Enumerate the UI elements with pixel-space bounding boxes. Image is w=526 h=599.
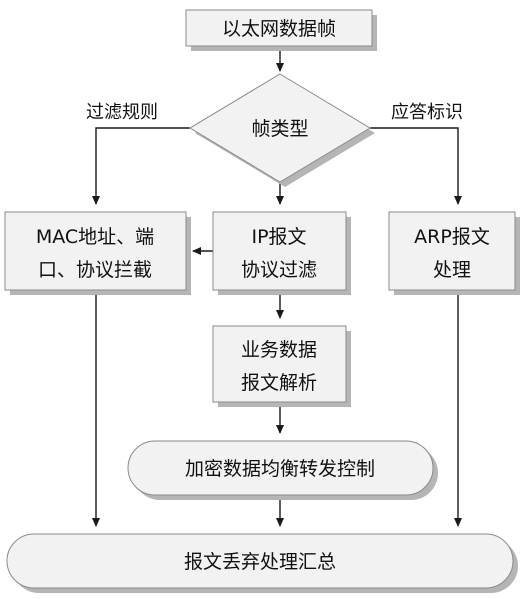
arp-line1: ARP报文 — [414, 226, 490, 248]
ip-filter-line1: IP报文 — [251, 226, 306, 248]
mac-filter-line2: 口、协议拦截 — [38, 259, 152, 281]
node-discard-summary: 报文丢弃处理汇总 — [6, 533, 518, 593]
ip-filter-line2: 协议过滤 — [241, 259, 317, 281]
node-business-parse: 业务数据 报文解析 — [212, 325, 351, 407]
ethernet-frame-label: 以太网数据帧 — [222, 18, 336, 40]
frame-type-label: 帧类型 — [251, 118, 308, 140]
node-ethernet-frame: 以太网数据帧 — [185, 9, 377, 51]
node-mac-filter: MAC地址、端 口、协议拦截 — [4, 211, 191, 295]
business-line1: 业务数据 — [241, 339, 317, 361]
node-frame-type: 帧类型 — [189, 73, 375, 187]
mac-filter-line1: MAC地址、端 — [36, 226, 154, 248]
arp-line2: 处理 — [433, 259, 471, 281]
business-line2: 报文解析 — [241, 372, 317, 394]
node-arp: ARP报文 处理 — [388, 211, 520, 295]
node-encrypt-balance: 加密数据均衡转发控制 — [127, 440, 438, 500]
discard-summary-label: 报文丢弃处理汇总 — [184, 551, 336, 573]
edge-label-reply-flag: 应答标识 — [391, 102, 463, 123]
encrypt-balance-label: 加密数据均衡转发控制 — [185, 458, 375, 480]
node-ip-filter: IP报文 协议过滤 — [212, 211, 351, 295]
edge-label-filter-rules: 过滤规则 — [86, 102, 158, 123]
edge-type-to-arp — [370, 127, 462, 205]
edge-type-to-mac — [92, 127, 190, 205]
